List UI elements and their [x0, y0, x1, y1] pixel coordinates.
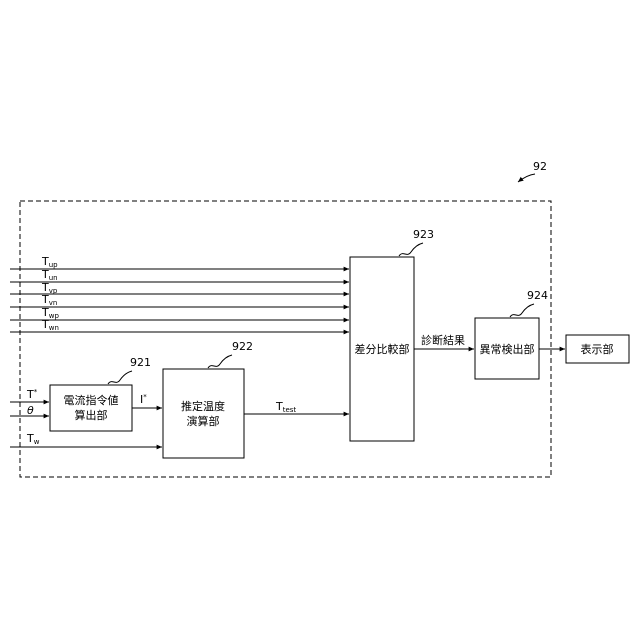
input-tstar: T*	[10, 388, 49, 402]
svg-text:Tun: Tun	[41, 268, 58, 282]
ref-923-leader	[399, 243, 423, 256]
signal-diag-result: 診断結果	[414, 333, 474, 349]
svg-text:Ttest: Ttest	[275, 400, 296, 414]
svg-text:演算部: 演算部	[187, 414, 220, 428]
svg-text:Tw: Tw	[26, 432, 40, 446]
block-924: 異常検出部 924	[475, 289, 548, 379]
ref-921-leader	[108, 371, 132, 384]
block-922: 推定温度 演算部 922	[163, 340, 253, 458]
input-tw: Tw	[10, 432, 162, 447]
svg-text:推定温度: 推定温度	[181, 399, 225, 413]
ref-922: 922	[232, 340, 253, 353]
svg-text:診断結果: 診断結果	[421, 333, 465, 347]
figure-ref-label: 92	[533, 160, 547, 173]
input-theta: θ	[10, 404, 49, 417]
figure-ref-leader	[518, 174, 535, 182]
svg-text:Tvn: Tvn	[41, 293, 57, 307]
svg-text:電流指令値: 電流指令値	[64, 393, 119, 407]
ref-923: 923	[413, 228, 434, 241]
svg-text:T*: T*	[26, 388, 38, 401]
svg-text:異常検出部: 異常検出部	[480, 342, 535, 356]
ref-921: 921	[130, 356, 151, 369]
input-twp: Twp	[10, 306, 349, 320]
ref-922-leader	[208, 355, 232, 368]
svg-text:I*: I*	[140, 393, 147, 406]
svg-text:差分比較部: 差分比較部	[355, 342, 410, 356]
input-tvn: Tvn	[10, 293, 349, 307]
svg-text:算出部: 算出部	[75, 408, 108, 422]
svg-text:θ: θ	[27, 404, 34, 417]
input-tvp: Tvp	[10, 281, 349, 295]
input-tup: Tup	[10, 255, 349, 269]
ref-924: 924	[527, 289, 548, 302]
signal-istar: I*	[132, 393, 162, 408]
device-frame	[20, 201, 551, 477]
signal-ttest: Ttest	[244, 400, 349, 414]
ref-924-leader	[510, 304, 534, 317]
display-block: 表示部	[566, 335, 629, 363]
block-921: 電流指令値 算出部 921	[50, 356, 151, 431]
svg-text:表示部: 表示部	[581, 342, 614, 356]
input-tun: Tun	[10, 268, 349, 282]
svg-text:Tup: Tup	[41, 255, 58, 269]
